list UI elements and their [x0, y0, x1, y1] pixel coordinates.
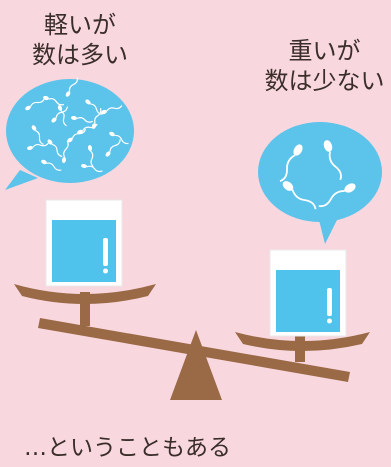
balance-scale-icon [14, 284, 370, 400]
light-label-line1: 軽いが [44, 11, 116, 39]
caption-text: …ということもある [24, 435, 231, 461]
right-speech-bubble-icon [258, 122, 382, 244]
heavy-label-line2: 数は少ない [264, 67, 385, 95]
left-water-glass-icon [45, 199, 123, 287]
light-label-line2: 数は多い [32, 41, 128, 69]
right-water-glass-icon [269, 249, 347, 337]
light-many-label: 軽いが 数は多い [20, 10, 140, 70]
left-speech-bubble-icon [5, 75, 134, 190]
heavy-label-line1: 重いが [288, 37, 361, 65]
heavy-few-label: 重いが 数は少ない [258, 36, 391, 96]
